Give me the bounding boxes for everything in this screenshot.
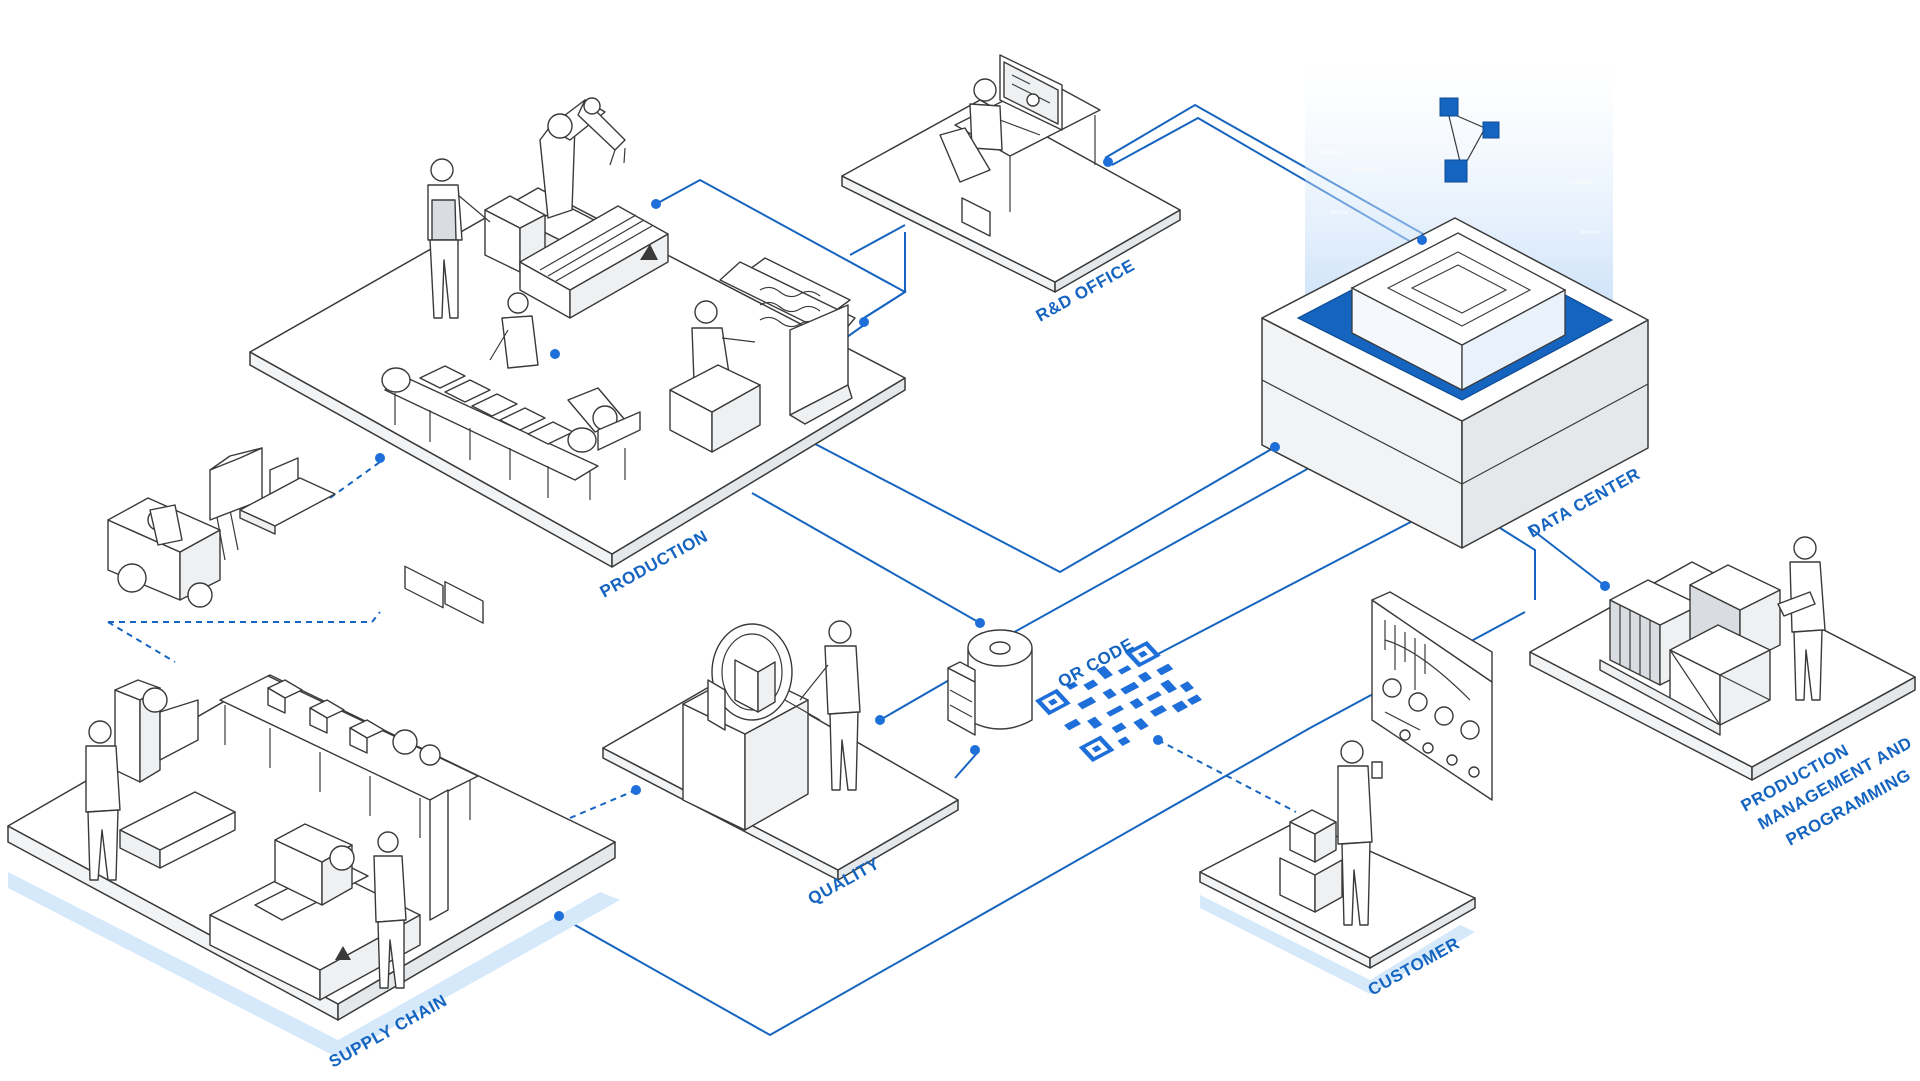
worker-icon [373, 831, 407, 989]
spool-icon [947, 629, 1033, 736]
forklift-icon [107, 447, 336, 608]
pallet-boxes-icon [1599, 564, 1781, 736]
worker-icon [85, 720, 121, 881]
rd-office-area [841, 54, 1181, 293]
production-management-area [1529, 536, 1916, 781]
quality-area [602, 620, 959, 881]
supply-chain-area [7, 674, 620, 1058]
connection-dots [375, 157, 1610, 921]
worker-icon [799, 620, 861, 791]
production-area [249, 97, 906, 624]
conveyor-icon [519, 205, 669, 319]
worker-icon [669, 300, 761, 453]
qr-code-icon [1035, 640, 1202, 762]
worker-icon [489, 292, 539, 369]
worker-icon [1777, 536, 1826, 701]
magnifier-icon [711, 623, 821, 721]
milling-machine-icon [114, 679, 236, 869]
roller-conveyor [381, 365, 641, 624]
worker-icon [427, 158, 491, 319]
server-block-icon [1439, 97, 1500, 183]
customer-area [1199, 591, 1493, 994]
chart-panel-icon [1371, 591, 1493, 801]
worker-icon [1337, 740, 1383, 926]
computer-desk-icon [939, 54, 1101, 237]
data-center [1261, 60, 1649, 549]
